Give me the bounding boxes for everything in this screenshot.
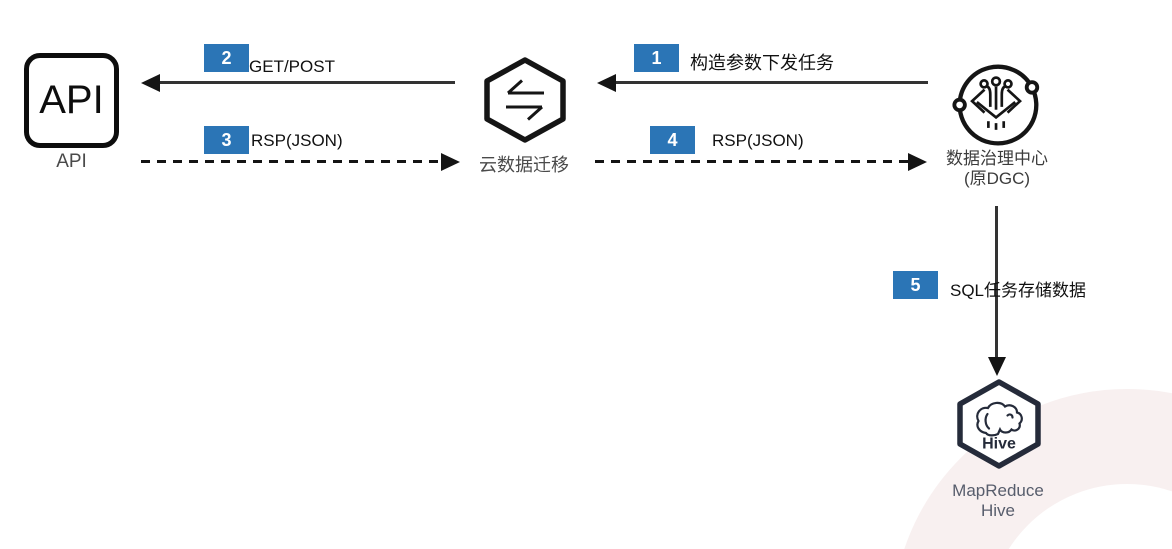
arrow-4-head <box>908 153 927 171</box>
hive-icon-text: Hive <box>982 436 1016 453</box>
step-4-label: RSP(JSON) <box>712 131 804 150</box>
cdm-hexagon-icon <box>484 57 566 143</box>
dgc-outer-ring <box>957 64 1039 146</box>
step-3-label: RSP(JSON) <box>251 131 343 150</box>
dgc-label-line2: (原DGC) <box>963 169 1031 188</box>
step-1-badge: 1 <box>634 44 679 72</box>
arrow-1-line <box>614 81 928 84</box>
hive-label-line2: Hive <box>980 501 1015 520</box>
step-3-badge: 3 <box>204 126 249 154</box>
arrow-2-line <box>158 81 455 84</box>
step-4-badge: 4 <box>650 126 695 154</box>
cdm-node-label: 云数据迁移 <box>479 155 569 175</box>
api-node-label: API <box>56 151 87 172</box>
hive-elephant-icon <box>976 401 1023 437</box>
dgc-node-label: 数据治理中心 (原DGC) <box>917 149 1077 189</box>
hive-hexagon-outline <box>957 379 1041 469</box>
hive-hexagon-icon: Hive <box>957 379 1041 469</box>
step-5-badge: 5 <box>893 271 938 299</box>
arrow-1-head <box>597 74 616 92</box>
api-icon: API <box>39 78 104 122</box>
node-api: API <box>24 53 119 148</box>
arrow-4-line <box>595 160 908 163</box>
dgc-ring-nodes <box>952 80 1040 113</box>
arrow-3-line <box>141 160 441 163</box>
dgc-label-line1: 数据治理中心 <box>946 149 1048 168</box>
arrow-5-line <box>995 206 998 358</box>
arrow-3-head <box>441 153 460 171</box>
step-1-label: 构造参数下发任务 <box>690 53 834 73</box>
arrow-2-head <box>141 74 160 92</box>
dgc-tree-icon <box>970 76 1022 130</box>
step-5-label: SQL任务存储数据 <box>950 281 1087 300</box>
arrow-5-head <box>988 357 1006 376</box>
swap-arrows-icon <box>506 79 544 121</box>
hive-node-label: MapReduce Hive <box>917 481 1079 521</box>
dgc-circle-icon <box>952 64 1040 146</box>
hive-label-line1: MapReduce <box>952 481 1044 500</box>
step-2-label: GET/POST <box>249 57 335 76</box>
step-2-badge: 2 <box>204 44 249 72</box>
cdm-hexagon-outline <box>484 57 566 143</box>
